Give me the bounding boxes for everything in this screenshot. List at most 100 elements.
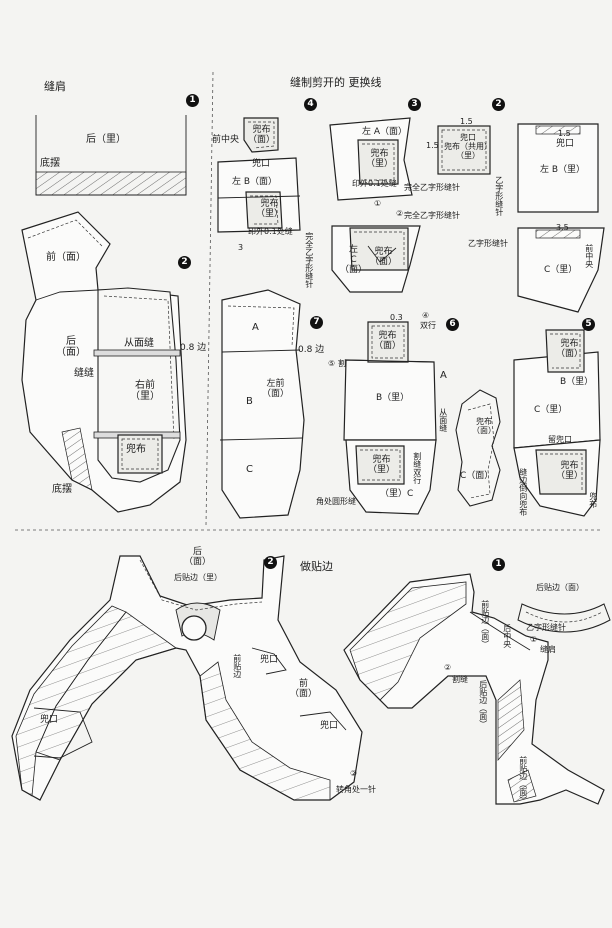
label-circle-1-a: ① — [374, 199, 382, 208]
label-pocket-cloth-face: 兜布 （面） — [248, 125, 276, 145]
step-3-badge: 3 — [408, 98, 421, 111]
label-circle-2-b: ② — [350, 769, 358, 778]
label-outer-01-b: 印外0.1处缝 — [352, 179, 397, 188]
label-back-face: 后 （面） — [56, 336, 86, 358]
label-edge-08: 0.8 边 — [180, 343, 207, 353]
label-back-lining: 后（里） — [86, 134, 126, 145]
label-dim-15c: 1.5 — [558, 129, 571, 138]
step4-pieces — [217, 117, 301, 233]
label-zigzag-v: 乙字形缝针 — [494, 176, 504, 216]
heading-sew-shoulder: 缝肩 — [44, 80, 66, 93]
label-left-front-face: 左前 （面） — [262, 379, 290, 399]
step-5-badge: 5 — [582, 318, 595, 331]
step5-pieces — [513, 329, 601, 517]
label-cut-seam: 割缝 — [452, 675, 468, 684]
label-pocket-lining-5: 兜布 （里） — [556, 461, 584, 481]
step-1b-badge: 1 — [492, 558, 505, 571]
step-2c-badge: 2 — [264, 556, 277, 569]
label-left-b-face: 左 B（面） — [232, 177, 278, 187]
label-circle-2-a: ② — [396, 209, 404, 218]
label-pocket-mouth-b2: 兜口 — [320, 721, 339, 731]
label-dim-35: 3.5 — [556, 223, 569, 232]
label-circle-2-c: ② — [444, 663, 452, 672]
label-front-facing: 前贴边 — [232, 654, 242, 678]
label-circle-5: ⑤ — [328, 359, 336, 368]
label-circle-4: ④ — [422, 311, 430, 320]
label-pocket-mouth-4: 兜口 — [252, 159, 271, 169]
label-dim-15a: 1.5 — [460, 117, 473, 126]
label-zigzag-seam: 乙字形缝针 — [526, 623, 566, 632]
label-left-c-face: 左 C （面） — [340, 245, 368, 275]
label-pocket-mouth-b3: 兜口 — [40, 715, 59, 725]
label-full-zigzag-v: 完全乙字形缝针 — [304, 232, 314, 288]
heading-facing: 做贴边 — [300, 560, 333, 573]
label-pocket-cloth-face-6: 兜布 （面） — [374, 331, 402, 351]
label-pocket-cloth-lining-6: 兜布 （里） — [368, 455, 396, 475]
label-back-face-bottom: 后 （面） — [184, 547, 212, 567]
label-seam-shoulder: 缝肩 — [540, 645, 556, 654]
label-front-facing-face: 前贴边（面） — [480, 600, 490, 648]
step2-pieces — [437, 123, 605, 313]
label-c: C — [246, 464, 253, 475]
label-circle-1-b: ① — [530, 635, 538, 644]
label-pocket-cloth-face-3: 兜布 （面） — [370, 247, 398, 267]
label-three: 3 — [238, 243, 244, 252]
label-pocket-face-5: 兜布 （面） — [556, 339, 584, 359]
step-6-badge: 6 — [446, 318, 459, 331]
heading-swap-line: 缝制剪开的 更换线 — [290, 76, 382, 89]
label-b-lining: B（里） — [376, 393, 410, 403]
label-back-facing-face-v: 后贴边（面） — [478, 680, 488, 728]
label-pocket-shared: 兜口 兜布（共用） （里） — [444, 133, 492, 160]
label-cut: 割 — [338, 359, 346, 368]
label-hem: 底摆 — [40, 158, 60, 169]
label-pocket-mouth-b1: 兜口 — [260, 655, 279, 665]
label-c-lining-r: C（里） — [534, 405, 568, 415]
step-4-badge: 4 — [304, 98, 317, 111]
label-pocket-cloth: 兜布 — [126, 444, 146, 455]
step-1-badge: 1 — [186, 94, 199, 107]
label-back-center: 后中央 — [502, 624, 512, 648]
label-front-facing-face-2: 前贴边（面） — [518, 756, 528, 804]
label-hem-bottom: 底摆 — [52, 484, 72, 495]
label-right-front-lining: 右前 （里） — [130, 380, 160, 402]
step-2-badge: 2 — [178, 256, 191, 269]
facing-right-assembly — [343, 573, 611, 805]
front-back-assembly — [21, 211, 187, 513]
label-seam: 缝缝 — [74, 368, 94, 379]
label-back-facing-lining: 后贴边（里） — [174, 573, 222, 582]
label-left-b-lining: 左 B（里） — [540, 165, 586, 175]
label-b: B — [246, 396, 253, 407]
back-lining-hem-piece — [35, 115, 187, 196]
step7-front-piece — [219, 289, 305, 519]
label-dim-03: 0.3 — [390, 313, 403, 322]
step-2b-badge: 2 — [492, 98, 505, 111]
label-cut-double: 割缝双行 — [412, 452, 422, 484]
step6-pieces — [343, 321, 501, 515]
label-dim-15b: 1.5 — [426, 141, 439, 150]
label-double-line: 双行 — [420, 321, 436, 330]
step-7-badge: 7 — [310, 316, 323, 329]
label-a: A — [252, 322, 259, 333]
label-front-face-bottom: 前 （面） — [290, 679, 318, 699]
label-pocket-cloth-face-6b: 兜布 （面） — [472, 417, 496, 435]
label-leave-pocket: 留兜口 — [548, 435, 572, 444]
label-front-center: 前中央 — [212, 135, 240, 145]
facing-left-assembly — [11, 555, 363, 801]
step3-pieces — [329, 117, 421, 293]
label-pocket-mouth-2: 兜口 — [556, 139, 575, 149]
label-edge-08b: 0.8 边 — [298, 345, 325, 355]
label-a-6: A — [440, 370, 447, 381]
label-full-zigzag-b: 完全乙字形缝针 — [404, 211, 460, 220]
label-full-zigzag-a: 完全乙字形缝针 — [404, 183, 460, 192]
label-from-face-seam: 从面缝 — [124, 338, 154, 349]
label-pocket-cloth-lining-4: 兜布 （里） — [256, 199, 284, 219]
label-front-face: 前（面） — [46, 252, 86, 263]
label-seam-edge-side: 缝边倒向兜布 — [518, 468, 528, 516]
label-from-face-seam-v: 从面缝 — [438, 408, 448, 432]
label-left-a-face: 左 A（面） — [362, 127, 408, 137]
label-c-lining-small: （里）C — [380, 489, 414, 499]
label-back-facing-face: 后贴边（面） — [536, 583, 584, 592]
label-pocket-cloth-lining-3: 兜布 （里） — [366, 149, 394, 169]
